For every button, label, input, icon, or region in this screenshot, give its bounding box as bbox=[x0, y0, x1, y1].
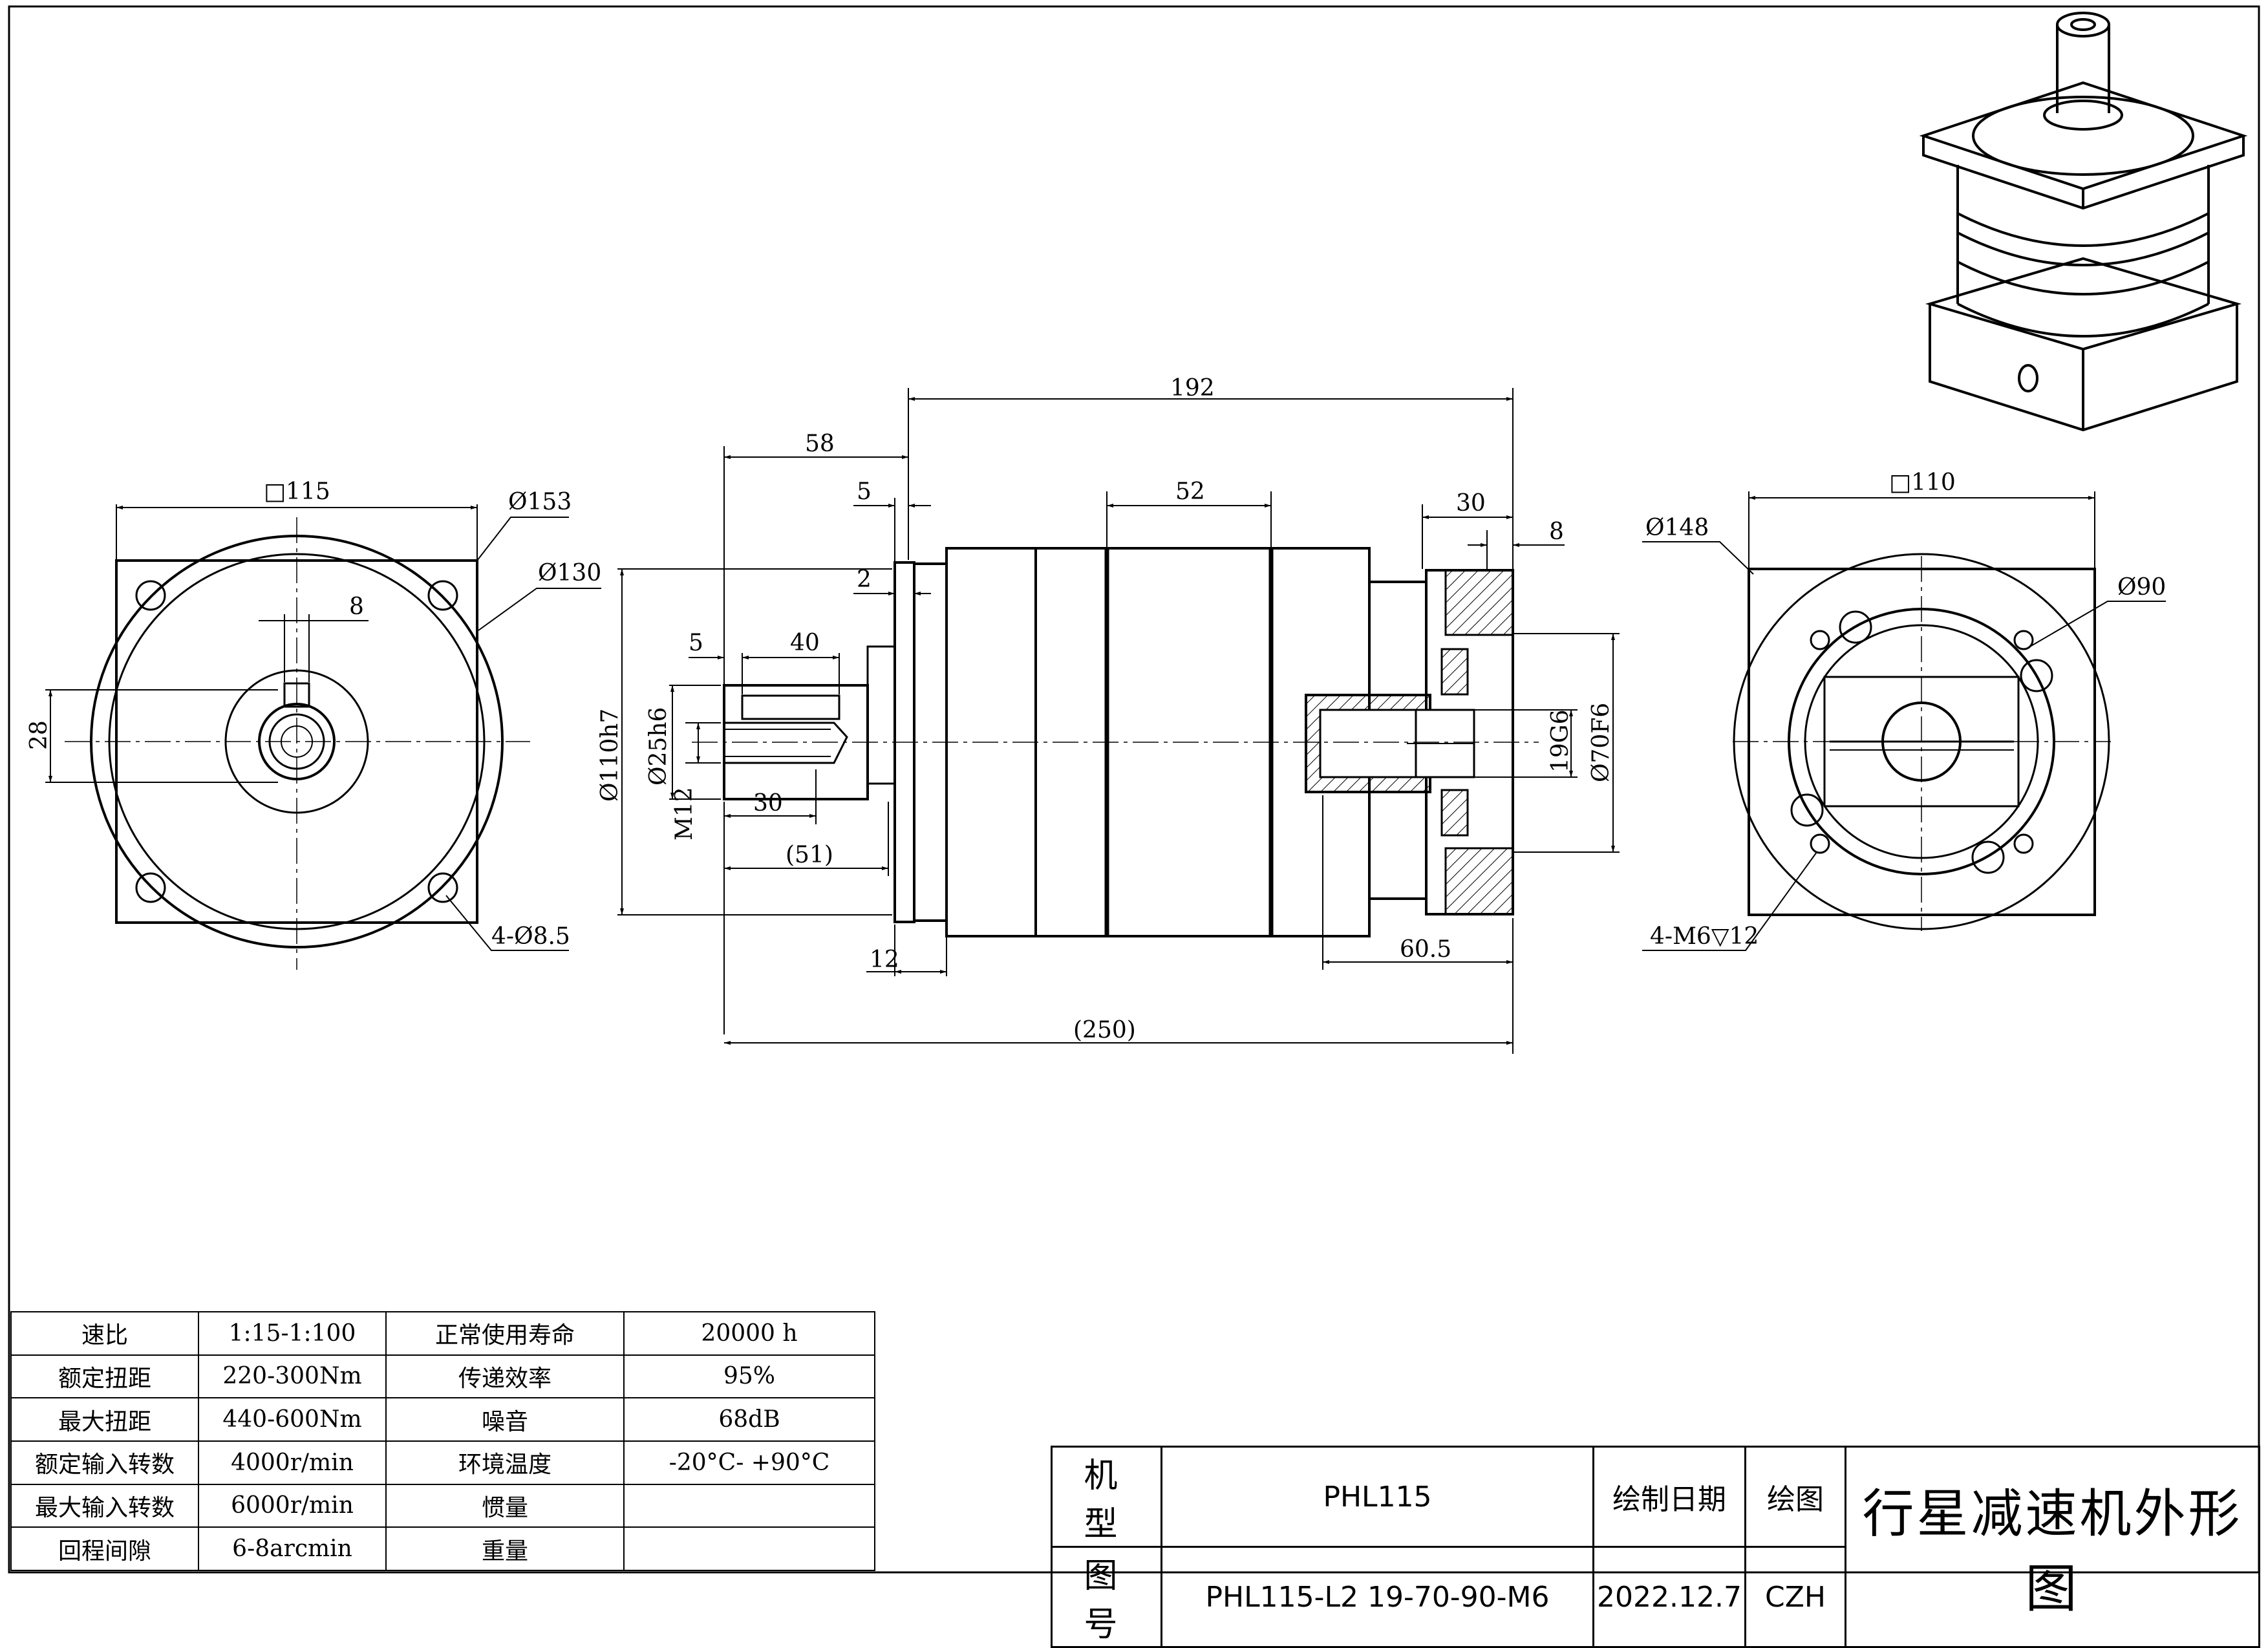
spec-value bbox=[623, 1483, 875, 1528]
dim-30-key-label: 30 bbox=[753, 790, 783, 817]
spec-value: 6-8arcmin bbox=[198, 1526, 387, 1571]
date-label: 绘制日期 bbox=[1592, 1446, 1746, 1548]
spec-value: -20°C- +90°C bbox=[623, 1440, 875, 1485]
dim-5-label: 5 bbox=[857, 478, 872, 505]
spec-label: 环境温度 bbox=[385, 1440, 625, 1485]
front-bolt-hole bbox=[135, 872, 166, 903]
rear-dia148-label: Ø148 bbox=[1645, 515, 1709, 541]
dim-250-label: (250) bbox=[1073, 1017, 1136, 1043]
rear-dia90-label: Ø90 bbox=[2117, 574, 2166, 601]
input-flange-section-bot bbox=[1444, 847, 1514, 915]
dim-5-key-label: 5 bbox=[689, 630, 703, 656]
drawing-sheet: □115 Ø153 Ø130 8 28 4-Ø8.5 bbox=[8, 5, 2260, 1574]
side-view bbox=[617, 388, 1620, 1054]
spec-label: 噪音 bbox=[385, 1397, 625, 1442]
spec-value: 95% bbox=[623, 1354, 875, 1399]
front-key-width-label: 8 bbox=[349, 594, 364, 620]
rear-access-hole bbox=[1839, 610, 1872, 644]
dim-25-label: Ø25h6 bbox=[645, 707, 672, 786]
spec-label: 惯量 bbox=[385, 1483, 625, 1528]
drawing-title: 行星减速机外形图 bbox=[1845, 1446, 2260, 1648]
spec-value: 6000r/min bbox=[198, 1483, 387, 1528]
rear-tapped-hole bbox=[2013, 833, 2034, 854]
input-clamp-section-top bbox=[1440, 648, 1469, 696]
input-clamp-section-bot bbox=[1440, 789, 1469, 837]
model-value: PHL115 bbox=[1161, 1446, 1594, 1548]
rear-tapped-label: 4-M6▽12 bbox=[1650, 923, 1759, 950]
spec-label: 重量 bbox=[385, 1526, 625, 1571]
rear-tapped-hole bbox=[2013, 630, 2034, 650]
spec-value: 20000 h bbox=[623, 1311, 875, 1356]
front-pcd130-label: Ø130 bbox=[538, 560, 601, 586]
spec-value: 4000r/min bbox=[198, 1440, 387, 1485]
dim-40-label: 40 bbox=[790, 630, 820, 656]
dim-19-label: 19G6 bbox=[1547, 710, 1574, 773]
drawn-value: CZH bbox=[1744, 1546, 1846, 1648]
title-block: 机 型 PHL115 绘制日期 绘图 行星减速机外形图 图 号 PHL115-L… bbox=[1051, 1446, 2260, 1648]
drawn-label: 绘图 bbox=[1744, 1446, 1846, 1548]
front-bolt-hole bbox=[427, 580, 458, 611]
rear-access-hole bbox=[1971, 840, 2005, 874]
spec-label: 正常使用寿命 bbox=[385, 1311, 625, 1356]
rear-square-label: □110 bbox=[1889, 469, 1956, 496]
dim-192-label: 192 bbox=[1170, 375, 1215, 401]
table-row: 额定输入转数 4000r/min 环境温度 -20°C- +90°C bbox=[10, 1440, 875, 1485]
isometric-view bbox=[1919, 12, 2248, 432]
table-row: 最大输入转数 6000r/min 惯量 bbox=[10, 1483, 875, 1528]
table-row: 额定扭距 220-300Nm 传递效率 95% bbox=[10, 1354, 875, 1399]
output-key bbox=[741, 694, 840, 720]
spec-label: 传递效率 bbox=[385, 1354, 625, 1399]
front-holes-label: 4-Ø8.5 bbox=[491, 923, 570, 950]
dim-30-top-label: 30 bbox=[1456, 490, 1486, 517]
dim-8-label: 8 bbox=[1549, 519, 1564, 545]
spec-label: 回程间隙 bbox=[10, 1526, 199, 1571]
spec-value: 440-600Nm bbox=[198, 1397, 387, 1442]
dim-110-label: Ø110h7 bbox=[597, 709, 623, 802]
spec-value: 1:15-1:100 bbox=[198, 1311, 387, 1356]
spec-value bbox=[623, 1526, 875, 1571]
spec-label: 额定扭距 bbox=[10, 1354, 199, 1399]
dim-2-label: 2 bbox=[857, 566, 872, 593]
spec-label: 额定输入转数 bbox=[10, 1440, 199, 1485]
spec-label: 速比 bbox=[10, 1311, 199, 1356]
rear-tapped-hole bbox=[1810, 833, 1830, 854]
rear-view bbox=[1642, 491, 2166, 951]
date-value: 2022.12.7 bbox=[1592, 1546, 1746, 1648]
output-flange-pilot bbox=[866, 645, 896, 785]
rear-tapped-hole bbox=[1810, 630, 1830, 650]
rear-access-hole bbox=[1790, 793, 1824, 827]
dim-60-5-label: 60.5 bbox=[1400, 936, 1451, 963]
input-flange-section-top bbox=[1444, 569, 1514, 636]
spec-label: 最大输入转数 bbox=[10, 1483, 199, 1528]
front-bolt-hole bbox=[427, 872, 458, 903]
front-key-height-label: 28 bbox=[26, 720, 52, 750]
table-row: 速比 1:15-1:100 正常使用寿命 20000 h bbox=[10, 1311, 875, 1356]
rear-access-hole bbox=[2020, 659, 2053, 692]
table-row: 最大扭距 440-600Nm 噪音 68dB bbox=[10, 1397, 875, 1442]
dim-58-label: 58 bbox=[805, 431, 835, 457]
spec-value: 68dB bbox=[623, 1397, 875, 1442]
dim-51-label: (51) bbox=[786, 842, 833, 868]
dim-52-label: 52 bbox=[1175, 478, 1205, 505]
front-pcd153-label: Ø153 bbox=[508, 489, 572, 515]
table-row: 回程间隙 6-8arcmin 重量 bbox=[10, 1526, 875, 1571]
dim-12-label: 12 bbox=[870, 947, 899, 973]
model-label: 机 型 bbox=[1051, 1446, 1162, 1548]
front-bolt-hole bbox=[135, 580, 166, 611]
drawing-no-value: PHL115-L2 19-70-90-M6 bbox=[1161, 1546, 1594, 1648]
input-bore bbox=[1319, 709, 1417, 778]
front-view bbox=[45, 504, 601, 970]
dim-m12-label: M12 bbox=[671, 787, 698, 840]
spec-table: 速比 1:15-1:100 正常使用寿命 20000 h 额定扭距 220-30… bbox=[10, 1311, 875, 1571]
spec-value: 220-300Nm bbox=[198, 1354, 387, 1399]
drawing-no-label: 图 号 bbox=[1051, 1546, 1162, 1648]
dim-70-label: Ø70F6 bbox=[1588, 703, 1614, 782]
front-square-label: □115 bbox=[264, 478, 330, 505]
spec-label: 最大扭距 bbox=[10, 1397, 199, 1442]
